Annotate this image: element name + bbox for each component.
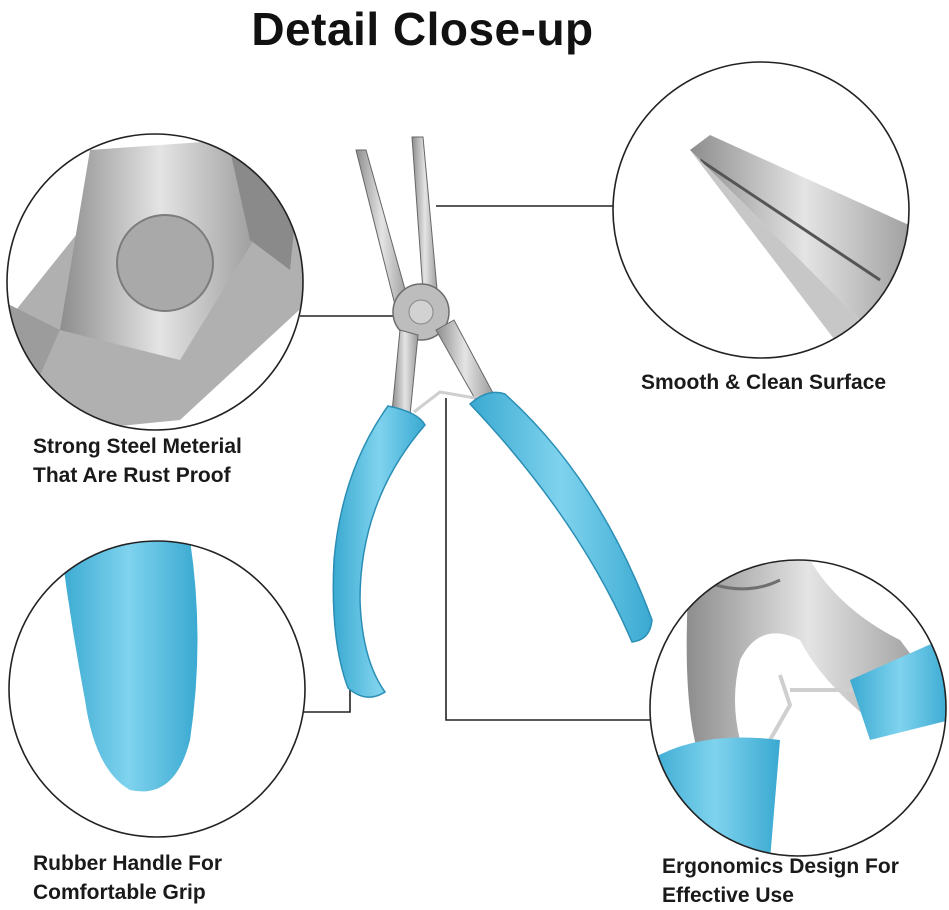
pliers-image xyxy=(332,136,653,698)
callout-handle-line-2: Comfortable Grip xyxy=(33,881,206,904)
callout-ergonomics: Ergonomics Design For Effective Use xyxy=(662,852,899,910)
callout-steel: Strong Steel Meterial That Are Rust Proo… xyxy=(33,432,242,490)
connector-ergonomics xyxy=(445,398,650,721)
callout-steel-line-1: Strong Steel Meterial xyxy=(33,435,242,458)
page-title: Detail Close-up xyxy=(251,3,594,55)
callout-surface-line-1: Smooth & Clean Surface xyxy=(641,371,887,394)
callout-surface: Smooth & Clean Surface xyxy=(641,368,886,397)
detail-circle-steel xyxy=(6,133,304,431)
detail-circle-handle xyxy=(8,540,306,838)
callout-handle: Rubber Handle For Comfortable Grip xyxy=(33,849,222,907)
detail-circle-ergonomics xyxy=(649,559,947,857)
callout-handle-line-1: Rubber Handle For xyxy=(33,852,223,875)
callout-steel-line-2: That Are Rust Proof xyxy=(33,464,231,487)
detail-circle-surface xyxy=(612,61,910,359)
callout-ergonomics-line-1: Ergonomics Design For xyxy=(662,855,899,878)
callout-ergonomics-line-2: Effective Use xyxy=(662,884,794,907)
